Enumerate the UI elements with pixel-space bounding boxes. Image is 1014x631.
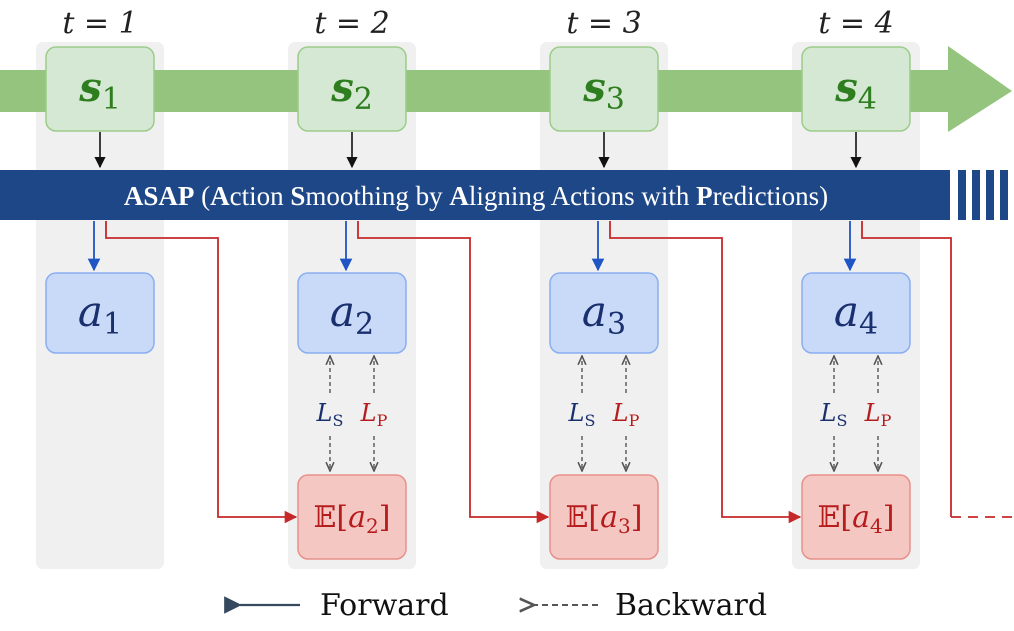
time-label-3: t = 3 xyxy=(566,6,641,41)
action-box-4 xyxy=(801,272,911,354)
state-box-4 xyxy=(801,46,911,132)
timeline-arrow xyxy=(0,46,1012,132)
asap-banner: ASAP (Action Smoothing by Aligning Actio… xyxy=(0,170,1008,220)
state-box-3 xyxy=(549,46,659,132)
loss-prediction-label-2: LP xyxy=(360,399,388,430)
loss-prediction-label-4: LP xyxy=(864,399,892,430)
legend-backward-label: Backward xyxy=(615,588,767,623)
loss-smoothness-label-4: LS xyxy=(820,399,848,430)
loss-smoothness-label-2: LS xyxy=(316,399,344,430)
legend-forward-label: Forward xyxy=(320,588,449,623)
banner-continuation-stripes xyxy=(958,170,1008,220)
action-label-2: a2 xyxy=(330,287,374,342)
prediction-line-4 xyxy=(861,221,952,517)
action-label-3: a3 xyxy=(582,287,626,342)
expectation-label-3: 𝔼[a3] xyxy=(566,500,643,538)
legend: Forward Backward xyxy=(224,588,767,623)
action-box-3 xyxy=(549,272,659,354)
loss-prediction-label-3: LP xyxy=(612,399,640,430)
state-label-1: s1 xyxy=(78,64,121,117)
expectation-box-3 xyxy=(549,474,659,560)
time-label-4: t = 4 xyxy=(818,6,893,41)
action-box-2 xyxy=(297,272,407,354)
state-box-2 xyxy=(297,46,407,132)
state-label-2: s2 xyxy=(330,64,373,117)
expectation-label-2: 𝔼[a2] xyxy=(314,500,391,538)
prediction-line-3 xyxy=(609,221,802,524)
time-label-2: t = 2 xyxy=(314,6,389,41)
loss-smoothness-label-3: LS xyxy=(568,399,596,430)
action-label-1: a1 xyxy=(78,287,122,342)
prediction-line-2 xyxy=(357,221,550,524)
banner-title: ASAP (Action Smoothing by Aligning Actio… xyxy=(124,181,828,211)
action-box-1 xyxy=(45,272,155,354)
expectation-box-4 xyxy=(801,474,911,560)
state-label-4: s4 xyxy=(834,64,877,117)
time-label-1: t = 1 xyxy=(62,6,137,41)
expectation-box-2 xyxy=(297,474,407,560)
expectation-label-4: 𝔼[a4] xyxy=(818,500,895,538)
state-label-3: s3 xyxy=(582,64,625,117)
state-box-1 xyxy=(45,46,155,132)
action-label-4: a4 xyxy=(834,287,878,342)
prediction-line-1 xyxy=(105,221,298,524)
